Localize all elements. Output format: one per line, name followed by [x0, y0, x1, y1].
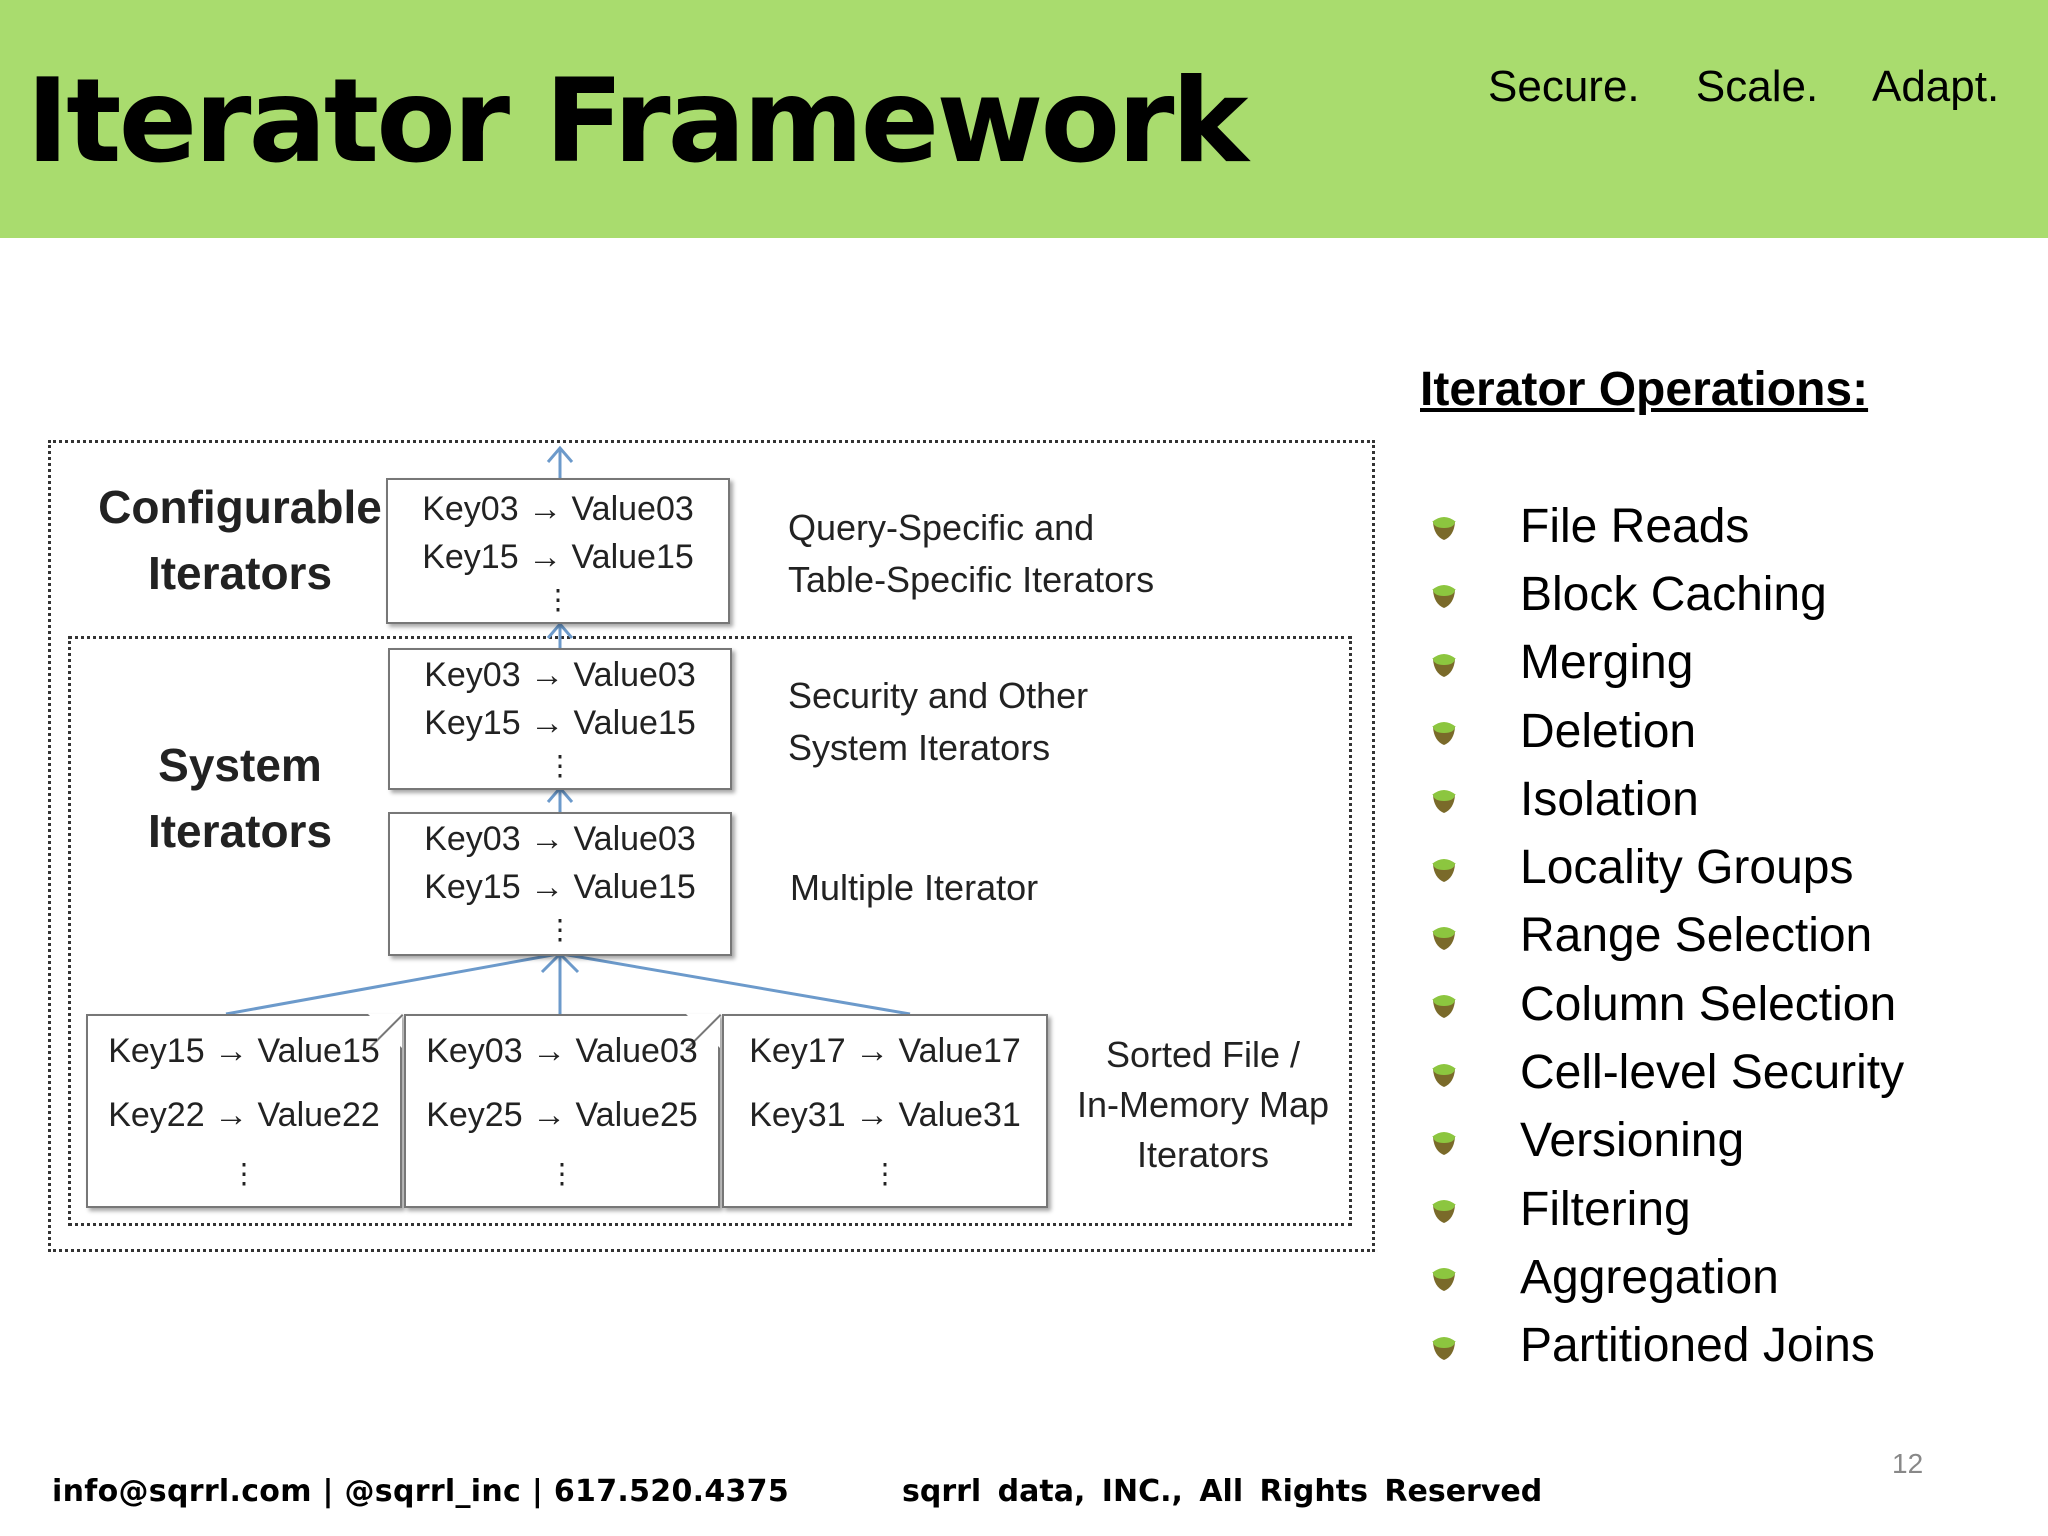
operation-label: Merging	[1520, 636, 1694, 690]
operation-item: Merging	[1420, 629, 1904, 697]
kv-row: Key31 → Value31	[749, 1096, 1021, 1134]
operation-label: Versioning	[1520, 1114, 1745, 1168]
operation-item: Isolation	[1420, 765, 1904, 833]
acorn-bullet-icon	[1432, 585, 1456, 609]
operation-label: Column Selection	[1520, 977, 1897, 1031]
slide-title: Iterator Framework	[26, 54, 1249, 189]
operation-label: Cell-level Security	[1520, 1046, 1905, 1100]
kv-row: Key15 → Value15	[424, 868, 696, 906]
ellipsis: ⋮	[546, 914, 574, 945]
operation-label: Filtering	[1520, 1182, 1691, 1236]
operation-item: Cell-level Security	[1420, 1038, 1904, 1106]
acorn-bullet-icon	[1432, 722, 1456, 746]
ellipsis: ⋮	[230, 1158, 258, 1189]
ellipsis: ⋮	[546, 750, 574, 781]
operations-title: Iterator Operations:	[1420, 363, 1869, 416]
desc-line: Iterators	[1136, 1134, 1270, 1175]
desc-line: System Iterators	[788, 727, 1051, 768]
system-label-line2: Iterators	[147, 805, 333, 857]
operation-label: Isolation	[1520, 772, 1699, 826]
sorted-file-description: Sorted File / In-Memory Map Iterators	[1058, 1030, 1348, 1180]
operation-item: Deletion	[1420, 697, 1904, 765]
kv-row: Key03 → Value03	[426, 1032, 698, 1070]
arrow-file3-to-multiple	[561, 952, 911, 1016]
desc-line: Security and Other	[788, 675, 1089, 716]
acorn-bullet-icon	[1432, 1063, 1456, 1087]
operation-item: Locality Groups	[1420, 833, 1904, 901]
operation-item: Versioning	[1420, 1107, 1904, 1175]
ellipsis: ⋮	[871, 1158, 899, 1189]
operation-item: Aggregation	[1420, 1243, 1904, 1311]
taglines: Secure. Scale. Adapt.	[1488, 62, 1999, 112]
operation-label: Aggregation	[1520, 1250, 1779, 1304]
operation-item: Column Selection	[1420, 970, 1904, 1038]
acorn-bullet-icon	[1432, 858, 1456, 882]
memory-map-box: Key17 → Value17 Key31 → Value31 ⋮	[722, 1014, 1048, 1208]
kv-row: Key15 → Value15	[108, 1032, 380, 1070]
acorn-bullet-icon	[1432, 926, 1456, 950]
configurable-iterators-label: Configurable Iterators	[70, 474, 410, 606]
configurable-iterators-frame	[48, 440, 1375, 1252]
tagline-adapt: Adapt.	[1871, 62, 2000, 111]
desc-line: Table-Specific Iterators	[788, 559, 1155, 600]
ellipsis: ⋮	[548, 1158, 576, 1189]
configurable-label-line2: Iterators	[147, 547, 333, 599]
tagline-scale: Scale.	[1695, 62, 1819, 111]
page-number: 12	[1892, 1448, 1924, 1479]
operation-label: Range Selection	[1520, 909, 1873, 963]
kv-row: Key15 → Value15	[424, 704, 696, 742]
operation-item: Block Caching	[1420, 560, 1904, 628]
footer-rights: sqrrl data, INC., All Rights Reserved	[902, 1474, 1543, 1509]
operation-label: Partitioned Joins	[1520, 1319, 1875, 1373]
arrow-configurable-out-head	[546, 445, 574, 463]
query-specific-description: Query-Specific and Table-Specific Iterat…	[788, 502, 1154, 606]
security-description: Security and Other System Iterators	[788, 670, 1088, 774]
system-iterators-label: System Iterators	[70, 732, 410, 864]
header-bar: Iterator Framework Secure. Scale. Adapt.	[0, 0, 2048, 238]
operation-item: Filtering	[1420, 1175, 1904, 1243]
multiple-iterator-description: Multiple Iterator	[790, 867, 1039, 908]
footer-contact: info@sqrrl.com | @sqrrl_inc | 617.520.43…	[52, 1474, 790, 1509]
arrow-file1-to-multiple	[225, 952, 559, 1016]
operation-item: Range Selection	[1420, 902, 1904, 970]
operation-item: Partitioned Joins	[1420, 1312, 1904, 1380]
acorn-bullet-icon	[1432, 995, 1456, 1019]
acorn-bullet-icon	[1432, 653, 1456, 677]
acorn-bullet-icon	[1432, 790, 1456, 814]
acorn-bullet-icon	[1432, 1131, 1456, 1155]
configurable-iterator-box: Key03 → Value03 Key15 → Value15 ⋮	[386, 478, 730, 624]
operation-label: Block Caching	[1520, 567, 1827, 621]
tagline-secure: Secure.	[1488, 62, 1640, 111]
kv-row: Key15 → Value15	[422, 538, 694, 576]
kv-row: Key22 → Value22	[108, 1096, 380, 1134]
kv-row: Key25 → Value25	[426, 1096, 698, 1134]
multiple-iterator-box: Key03 → Value03 Key15 → Value15 ⋮	[388, 812, 732, 956]
acorn-bullet-icon	[1432, 1336, 1456, 1360]
flow-arrows	[225, 445, 911, 1016]
kv-row: Key03 → Value03	[424, 656, 696, 694]
system-label-line1: System	[158, 739, 322, 791]
arrow-security-to-configurable-head	[546, 621, 574, 639]
kv-row: Key17 → Value17	[749, 1032, 1021, 1070]
desc-line: Sorted File /	[1105, 1034, 1301, 1075]
sorted-file-box-2: Key03 → Value03 Key25 → Value25 ⋮	[404, 1014, 722, 1208]
acorn-bullet-icon	[1432, 517, 1456, 541]
desc-line: In-Memory Map	[1076, 1084, 1330, 1125]
configurable-label-line1: Configurable	[98, 481, 382, 533]
desc-line: Query-Specific and	[788, 507, 1095, 548]
kv-row: Key03 → Value03	[422, 490, 694, 528]
security-iterator-box: Key03 → Value03 Key15 → Value15 ⋮	[388, 648, 732, 790]
ellipsis: ⋮	[544, 584, 572, 615]
acorn-bullet-icon	[1432, 1268, 1456, 1292]
sorted-file-box-1: Key15 → Value15 Key22 → Value22 ⋮	[86, 1014, 404, 1208]
acorn-bullet-icon	[1432, 1200, 1456, 1224]
operation-label: File Reads	[1520, 499, 1750, 553]
operation-label: Locality Groups	[1520, 841, 1854, 895]
iterator-diagram: Configurable Iterators System Iterators …	[48, 440, 1375, 1252]
kv-row: Key03 → Value03	[424, 820, 696, 858]
operation-item: File Reads	[1420, 492, 1904, 560]
operation-label: Deletion	[1520, 704, 1697, 758]
system-iterators-frame	[68, 636, 1352, 1226]
